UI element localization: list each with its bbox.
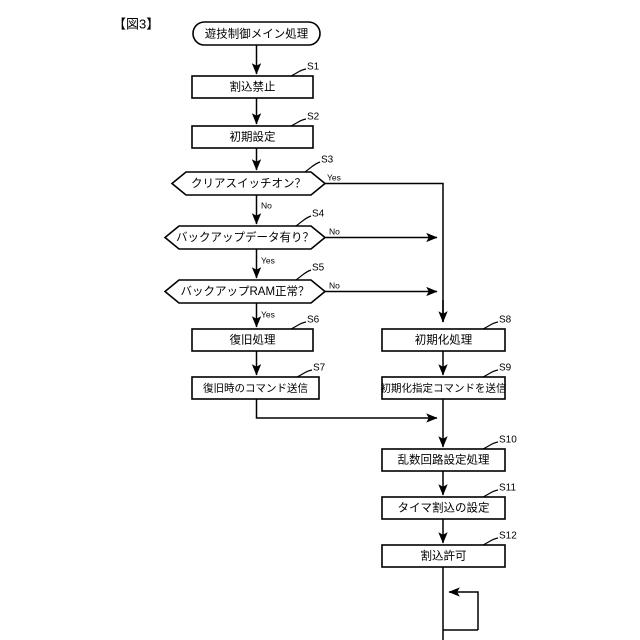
connector-loop-back bbox=[448, 587, 479, 630]
process-node-s2-label: 初期設定 bbox=[230, 130, 276, 144]
step-label-s4: S4 bbox=[312, 209, 325, 220]
step-label-s2: S2 bbox=[307, 112, 320, 123]
leader-s7 bbox=[296, 369, 313, 378]
leader-s2 bbox=[290, 118, 307, 127]
process-node-s2 bbox=[191, 125, 314, 149]
decision-node-s4-label: バックアップデータ有り？ bbox=[176, 230, 314, 244]
process-node-s7 bbox=[191, 376, 320, 400]
step-label-s6: S6 bbox=[307, 315, 320, 326]
process-node-s6-label: 復旧処理 bbox=[230, 333, 276, 347]
edge-label-s3-no: No bbox=[261, 200, 272, 210]
leader-s9 bbox=[482, 369, 499, 378]
edge-label-s5-yes: Yes bbox=[261, 309, 275, 319]
leader-s10 bbox=[482, 441, 499, 450]
process-node-s9-label: 初期化指定コマンドを送信 bbox=[381, 381, 507, 394]
leader-s3 bbox=[304, 161, 321, 173]
process-node-s8-label: 初期化処理 bbox=[415, 333, 473, 347]
leader-s4 bbox=[295, 215, 312, 227]
leader-s6 bbox=[290, 321, 307, 330]
process-node-s12-label: 割込許可 bbox=[421, 549, 467, 563]
process-node-s1-label: 割込禁止 bbox=[230, 80, 276, 94]
step-label-s11: S11 bbox=[499, 483, 516, 494]
leader-s8 bbox=[482, 321, 499, 330]
edge-label-s4-yes: Yes bbox=[261, 255, 275, 265]
step-label-s8: S8 bbox=[499, 315, 512, 326]
decision-node-s5-label: バックアップRAM正常？ bbox=[180, 285, 309, 298]
leader-s1 bbox=[290, 68, 307, 77]
decision-node-s5 bbox=[163, 279, 327, 304]
connector-s7-to-merge bbox=[255, 399, 438, 423]
process-node-s10-label: 乱数回路設定処理 bbox=[398, 453, 490, 467]
edge-label-s3-yes: Yes bbox=[327, 172, 341, 182]
process-node-s6 bbox=[191, 328, 314, 352]
step-label-s3: S3 bbox=[321, 155, 334, 166]
process-node-s7-label: 復旧時のコマンド送信 bbox=[203, 381, 308, 394]
process-node-s11-label: タイマ割込の設定 bbox=[398, 501, 490, 515]
leader-s11 bbox=[482, 489, 499, 498]
step-label-s12: S12 bbox=[499, 531, 517, 542]
decision-node-s3-label: クリアスイッチオン？ bbox=[191, 177, 306, 190]
figure-title: 【図3】 bbox=[113, 16, 159, 31]
process-node-s1 bbox=[191, 75, 314, 99]
step-label-s10: S10 bbox=[499, 435, 517, 446]
step-label-s9: S9 bbox=[499, 363, 512, 374]
step-label-s5: S5 bbox=[312, 263, 325, 274]
decision-node-s3 bbox=[170, 171, 327, 196]
connector-s3-yes-branch bbox=[325, 182, 444, 322]
edge-label-s5-no: No bbox=[329, 280, 340, 290]
start-node-label: 遊技制御メイン処理 bbox=[205, 27, 309, 41]
decision-node-s4 bbox=[163, 225, 327, 250]
edge-label-s4-no: No bbox=[329, 226, 340, 236]
step-label-s1: S1 bbox=[307, 62, 320, 73]
leader-s12 bbox=[482, 537, 499, 546]
leader-s5 bbox=[295, 269, 312, 281]
step-label-s7: S7 bbox=[313, 363, 326, 374]
